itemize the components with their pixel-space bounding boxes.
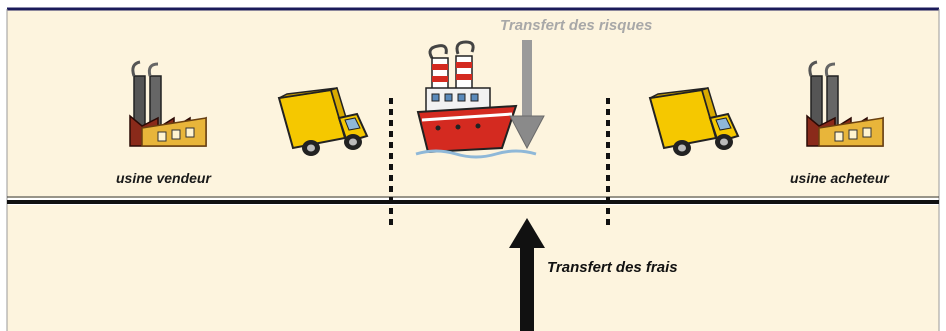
truck-icon: [277, 87, 369, 156]
arrow-down-icon: [509, 40, 545, 150]
ship-icon: [415, 40, 537, 159]
risk-transfer-label: Transfert des risques: [500, 17, 653, 34]
seller-factory-label: usine vendeur: [116, 170, 211, 186]
factory-icon: [806, 60, 884, 147]
factory-icon: [129, 60, 207, 147]
truck-icon: [648, 87, 740, 156]
arrow-up-icon: [509, 218, 545, 331]
cost-transfer-label: Transfert des frais: [547, 259, 678, 276]
buyer-factory-label: usine acheteur: [790, 170, 889, 186]
lower-panel: [7, 205, 939, 331]
